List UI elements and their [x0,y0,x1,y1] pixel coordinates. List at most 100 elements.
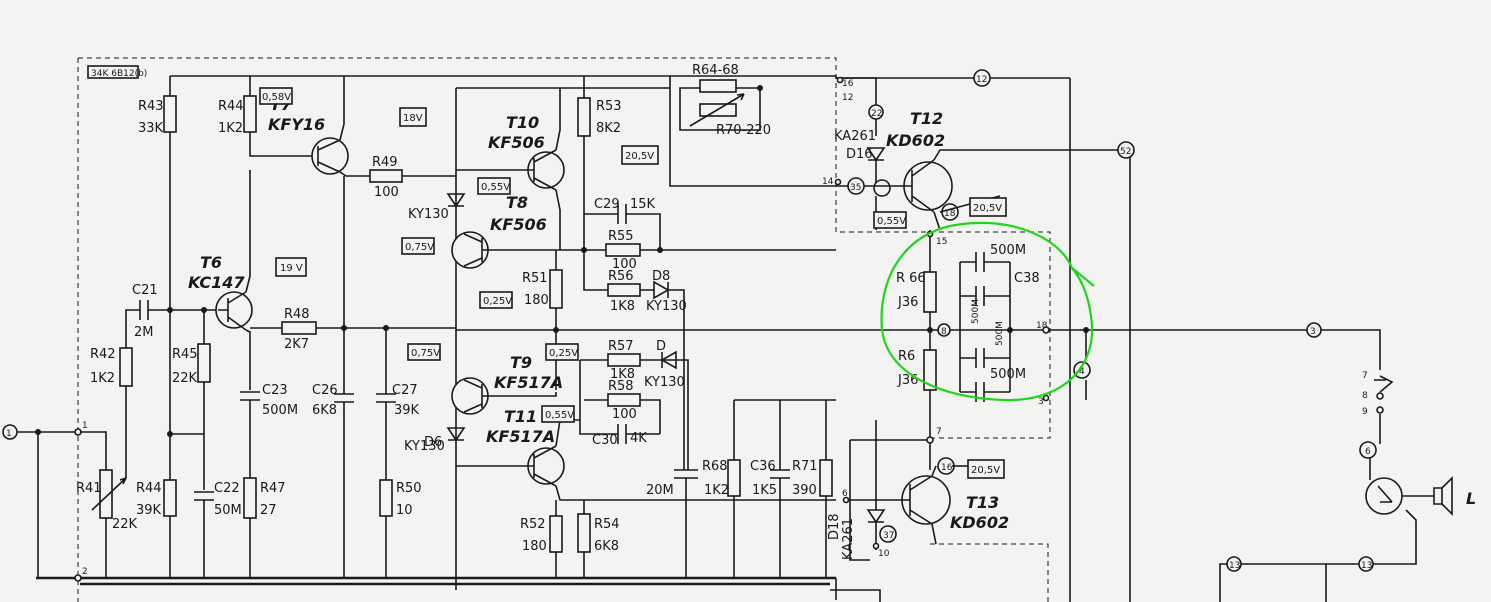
resistor-R52 [549,515,563,553]
voltage-boxes: 0,58V 18V 20,5V 0,55V 0,75V 19 V 0,25V 0… [259,87,1007,479]
label-T6-type: KC147 [188,273,245,292]
diode-D7 [446,193,466,208]
resistor-R68 [727,459,741,497]
svg-text:7: 7 [1362,371,1368,381]
svg-text:37: 37 [883,531,894,541]
resistor-R71 [819,459,833,497]
label-D16: D16 [846,147,873,162]
label-C30: C30 [592,433,618,448]
svg-text:1: 1 [6,429,12,439]
label-R71: R71 [792,459,818,474]
node-numbers: 1 12 52 35 18 3 4 6 13 13 16 37 22 8 [6,75,1372,571]
svg-text:35: 35 [850,183,861,193]
diode-D6 [446,427,466,442]
voltage-box-6: 19 V [280,263,303,274]
label-R42-value: 1K2 [90,371,115,386]
label-R54: R54 [594,517,620,532]
label-R67-value: J36 [897,373,918,388]
svg-text:10: 10 [878,549,890,559]
label-C23: C23 [262,383,288,398]
svg-text:7: 7 [936,427,942,437]
capacitor-C21 [139,300,149,320]
resistor-R45 [197,343,211,383]
svg-text:18: 18 [944,209,956,219]
svg-text:3: 3 [1310,327,1316,337]
label-R48-value: 2K7 [284,337,309,352]
label-R51: R51 [522,271,548,286]
svg-text:8: 8 [941,327,947,337]
label-T11: T11 [504,407,537,426]
capacitor-C36 [770,400,790,578]
capacitor-C26 [334,328,354,578]
bias-network [669,76,836,187]
label-C22: C22 [214,481,240,496]
label-R56: R56 [608,269,634,284]
resistor-R42 [119,347,133,387]
label-T9: T9 [510,353,532,372]
resistor-R51 [549,269,563,309]
label-C38-value-1: 500M [990,243,1026,258]
label-R48: R48 [284,307,310,322]
svg-text:22: 22 [871,109,882,119]
label-R49: R49 [372,155,398,170]
resistor-R55 [605,243,641,257]
label-C38-value-3: 500M [995,321,1005,346]
label-D9: D [656,339,666,354]
voltage-box-5: 0,75V [405,242,434,253]
label-T10-type: KF506 [488,133,545,152]
diode-D8 [640,280,685,470]
label-R66-value: J36 [897,295,918,310]
label-T8-type: KF506 [490,215,547,234]
label-T6: T6 [200,253,222,272]
label-T7-type: KFY16 [268,115,325,134]
label-D8: D8 [652,269,670,284]
label-T8: T8 [506,193,528,212]
transistor-T6 [215,291,253,329]
label-R50: R50 [396,481,422,496]
label-T13: T13 [966,493,999,512]
svg-text:6: 6 [842,489,848,499]
label-C29: C29 [594,197,620,212]
svg-text:2: 2 [82,567,88,577]
label-R52: R52 [520,517,546,532]
voltage-box-4: 0,55V [481,182,510,193]
label-R45-value: 22K [172,371,198,386]
label-D6-type: KY130 [404,439,445,454]
label-D9-type: KY130 [644,375,685,390]
label-R70: R70-220 [716,123,771,138]
label-R67: R6 [898,349,915,364]
resistor-R44 [243,95,257,133]
pin-numbers: 16 12 14 15 18 7 6 10 3 1 2 7 8 9 [82,79,1368,577]
svg-text:6: 6 [1365,447,1371,457]
highlight-circle [880,221,1095,402]
label-R71-value: 390 [792,483,817,498]
label-R58: R58 [608,379,634,394]
svg-text:12: 12 [976,75,987,85]
voltage-box-12: 20,5V [973,203,1002,214]
label-R57: R57 [608,339,634,354]
label-R55: R55 [608,229,634,244]
voltage-box-3: 20,5V [625,151,654,162]
resistor-R56 [607,283,641,297]
label-R44: R44 [218,99,244,114]
label-C22-value: 50M [214,503,242,518]
output-jack [1365,477,1403,515]
node-markers [834,69,1135,550]
label-R51-value: 180 [524,293,549,308]
label-R43-value: 33K [138,121,164,136]
capacitor-bank-C38 [959,252,1011,402]
diode-D9 [640,350,689,470]
capacitor-C22 [194,491,214,501]
label-R47: R47 [260,481,286,496]
label-R55-value: 100 [612,257,637,272]
svg-text:52: 52 [1120,147,1131,157]
speaker-icon [1433,476,1453,516]
label-D18: D18 [827,513,842,540]
capacitor-C29 [584,204,661,250]
capacitor-C20 [674,469,698,578]
diode-D18 [866,509,886,524]
label-T10: T10 [506,113,539,132]
label-C21: C21 [132,283,158,298]
label-T11-type: KF517A [486,427,555,446]
label-T12-type: KD602 [886,131,945,150]
